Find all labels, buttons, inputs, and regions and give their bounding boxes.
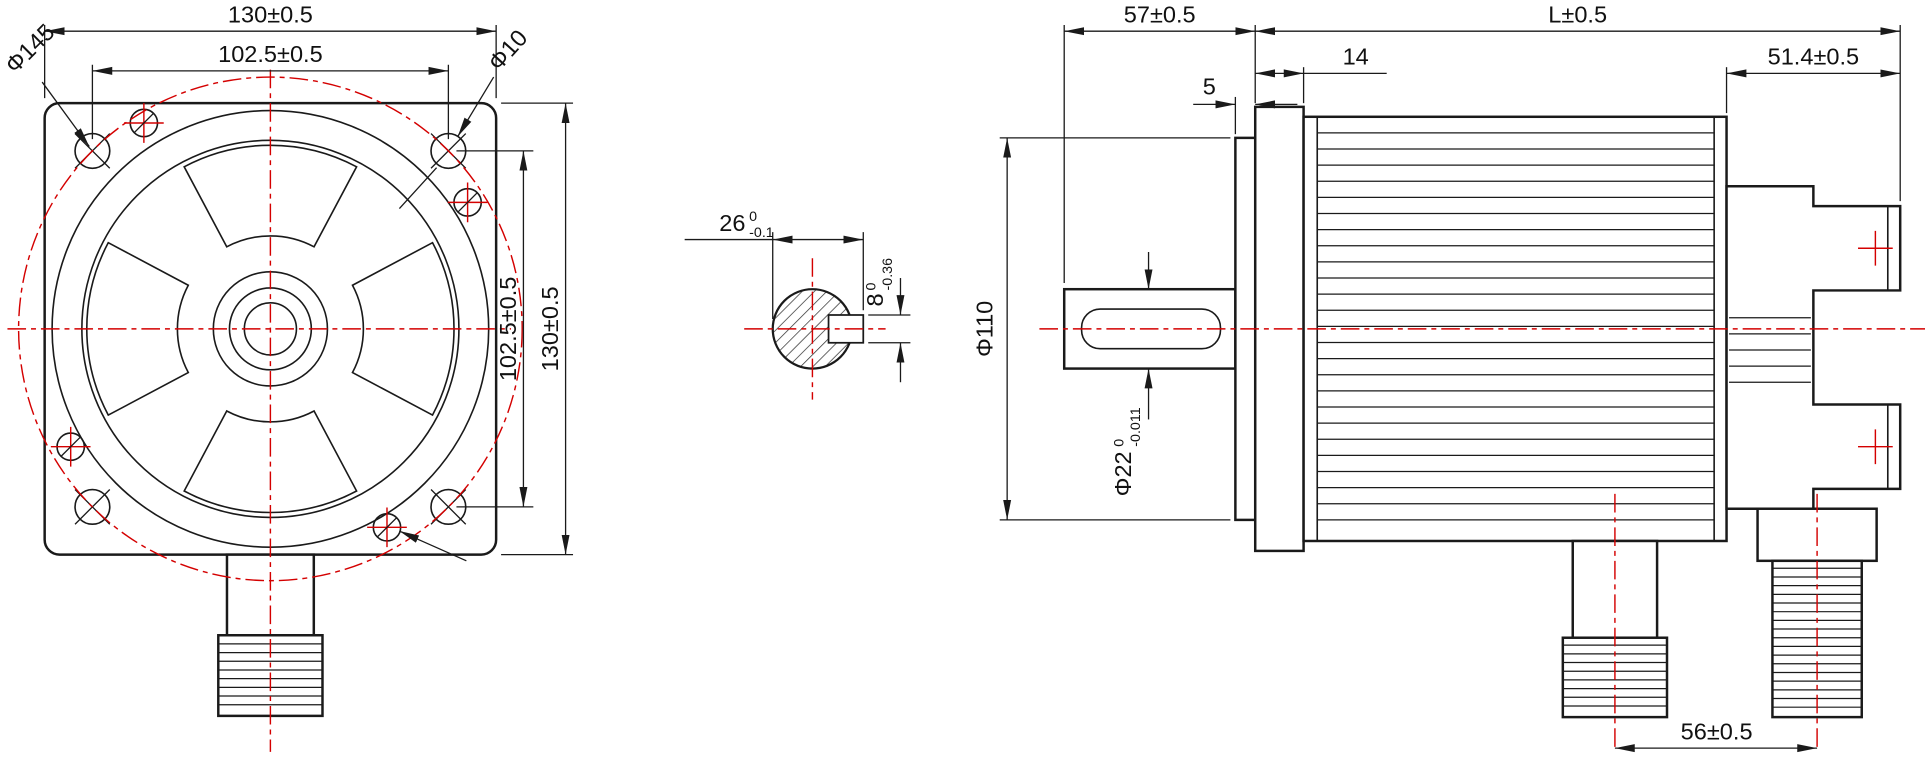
dim-key-width-sup: 0 [864, 282, 880, 290]
dim-spigot-label: 5 [1203, 73, 1216, 99]
dim-side-length: L±0.5 [1255, 2, 1901, 202]
leader-line [457, 76, 495, 137]
rib-slot-bottom [183, 409, 358, 514]
leader-line [41, 81, 90, 147]
dim-rear-label: 51.4±0.5 [1768, 44, 1860, 70]
dim-flange-thk-label: 14 [1343, 44, 1369, 70]
hole-slash [133, 112, 155, 134]
dim-side-shaft-dia: Φ22 0 -0.011 [1110, 251, 1153, 496]
hole-slash [376, 516, 398, 538]
dim-shaft-dia-sub: -0.011 [1128, 407, 1144, 446]
dim-shaft-across-width: 26 0 -0.1 [684, 209, 864, 319]
dim-key-width-sub: -0.36 [880, 258, 896, 291]
witness-line [772, 232, 864, 319]
witness-line [999, 137, 1231, 521]
rear-housing-ribs [1729, 317, 1811, 383]
front-bottom-connector [217, 553, 324, 718]
dim-side-shaft-extension: 57±0.5 [1063, 2, 1256, 283]
dim-side-spigot-dia: Φ110 [971, 137, 1231, 521]
dim-shaft-ext-label: 57±0.5 [1124, 2, 1196, 28]
dim-side-rear-length: 51.4±0.5 [1725, 44, 1901, 114]
front-face-rib-slots [85, 144, 455, 514]
dim-front-hole-pitch-h-label: 102.5±0.5 [218, 41, 323, 67]
dim-side-connector-pitch: 56±0.5 [1614, 718, 1818, 753]
dim-section-width-label: 26 [719, 210, 745, 236]
leader-line [399, 530, 467, 562]
dim-front-overall-height-label: 130±0.5 [537, 286, 563, 371]
dim-section-width-sup: 0 [749, 209, 757, 225]
witness-line [1063, 25, 1256, 283]
dim-spigot-dia-label: Φ110 [971, 301, 997, 357]
dim-conn-pitch-label: 56±0.5 [1681, 718, 1753, 744]
dim-front-overall-width: 130±0.5 [44, 2, 497, 99]
side-view [1062, 105, 1902, 719]
rear-housing [1725, 185, 1902, 510]
rib-slot-right [351, 241, 455, 417]
dim-shaft-key-width: 8 0 -0.36 [862, 258, 911, 383]
dim-side-spigot-depth: 5 [1193, 73, 1298, 135]
hole-slash [457, 191, 478, 213]
terminal-center-marks [1858, 230, 1893, 465]
dim-key-width-label: 8 [862, 293, 888, 306]
bolt-circle-label: Φ145 [0, 19, 59, 78]
dim-shaft-dia-sup: 0 [1112, 439, 1128, 447]
mounting-hole [74, 488, 111, 526]
dim-front-overall-width-label: 130±0.5 [228, 2, 313, 28]
dim-front-hole-pitch-h: 102.5±0.5 [91, 41, 450, 140]
dim-side-flange-thickness: 14 [1255, 44, 1387, 104]
dim-length-label: L±0.5 [1548, 2, 1607, 28]
cooling-fins [1317, 132, 1715, 521]
index-holes [50, 103, 488, 548]
witness-line [91, 64, 450, 140]
witness-line [501, 102, 574, 556]
rib-slot-top [183, 144, 358, 248]
dim-front-hole-pitch-v: 102.5±0.5 [399, 150, 534, 562]
dim-front-hole-pitch-v-label: 102.5±0.5 [495, 277, 521, 382]
hole-slash [60, 436, 82, 458]
dim-shaft-dia-label: Φ22 [1110, 451, 1136, 496]
dim-section-width-sub: -0.1 [749, 225, 774, 241]
rib-slot-left [85, 241, 190, 417]
witness-line [868, 314, 911, 344]
leader-tail [398, 167, 438, 210]
dim-front-overall-height: 130±0.5 [501, 102, 574, 556]
hole-dia-label: Φ10 [483, 25, 532, 76]
